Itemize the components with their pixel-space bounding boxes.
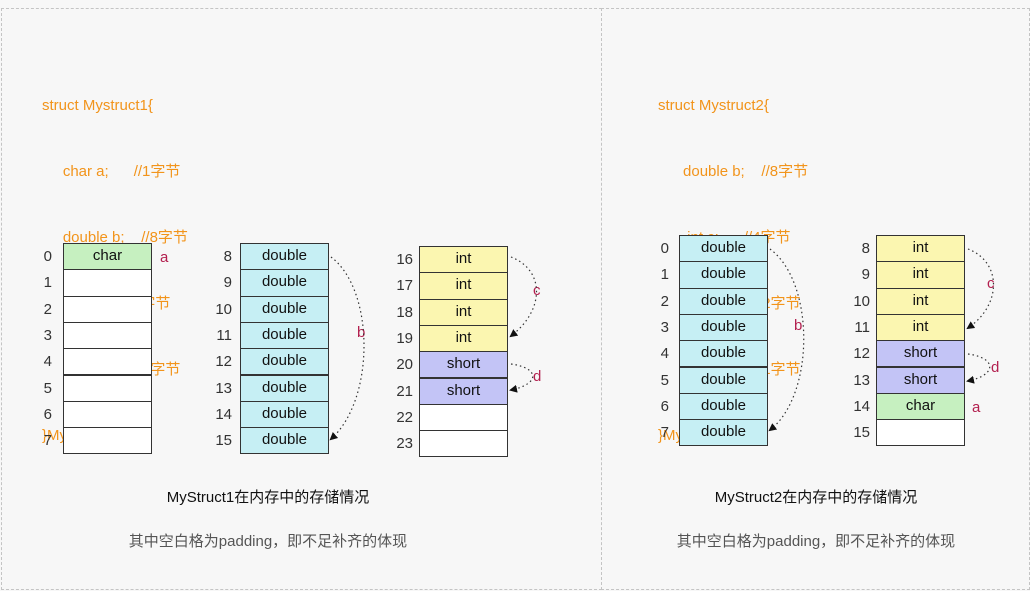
padding-cell (63, 321, 152, 350)
byte-index: 11 (216, 326, 232, 344)
int-cell: int (419, 298, 508, 326)
double-cell: double (679, 340, 768, 368)
byte-index: 7 (43, 432, 52, 450)
short-cell: short (419, 351, 508, 379)
padding-cell (63, 269, 152, 297)
padding-cell (63, 400, 152, 429)
byte-index: 3 (660, 318, 669, 336)
caption-mystruct1: MyStruct1在内存中的存储情况 (166, 489, 370, 506)
byte-index: 8 (861, 240, 870, 257)
byte-index: 12 (215, 353, 232, 371)
byte-index: 0 (660, 240, 669, 257)
byte-index: 0 (43, 248, 52, 265)
member-label: a (160, 249, 169, 266)
double-cell: double (240, 269, 329, 297)
double-cell: double (240, 321, 329, 350)
double-cell: double (679, 392, 768, 421)
padding-cell (63, 374, 152, 402)
double-cell: double (679, 287, 768, 315)
int-cell: int (419, 272, 508, 300)
byte-index: 6 (660, 397, 669, 415)
byte-index: 4 (43, 353, 52, 371)
member-label: d (533, 368, 542, 385)
padding-cell (419, 430, 508, 458)
byte-index: 7 (660, 424, 669, 442)
padding-cell (876, 419, 965, 447)
int-cell: int (876, 287, 965, 315)
member-label: d (991, 359, 1000, 376)
int-cell: int (876, 261, 965, 289)
member-label: b (794, 317, 803, 334)
member-label: a (972, 399, 981, 416)
byte-index: 20 (396, 356, 413, 374)
double-cell: double (679, 235, 768, 263)
byte-index: 17 (396, 277, 413, 295)
short-cell: short (876, 366, 965, 394)
member-label: c (987, 275, 995, 292)
byte-index: 13 (853, 371, 870, 389)
byte-index: 2 (660, 292, 669, 310)
code-line: struct Mystruct1{ (42, 97, 153, 114)
byte-index: 11 (854, 318, 870, 336)
byte-index: 5 (660, 371, 669, 389)
byte-index: 15 (215, 432, 232, 450)
byte-index: 9 (223, 274, 232, 292)
byte-index: 10 (215, 300, 232, 318)
byte-index: 22 (396, 408, 413, 426)
int-cell: int (419, 324, 508, 353)
byte-index: 1 (660, 266, 669, 284)
char-cell: char (876, 392, 965, 421)
byte-index: 13 (215, 379, 232, 397)
byte-index: 3 (43, 326, 52, 344)
padding-cell (419, 403, 508, 432)
byte-index: 8 (223, 248, 232, 265)
note-mystruct2: 其中空白格为padding，即不足补齐的体现 (676, 533, 956, 550)
byte-index: 14 (215, 405, 232, 423)
byte-index: 10 (853, 292, 870, 310)
byte-index: 9 (861, 266, 870, 284)
byte-index: 14 (853, 397, 870, 415)
code-line: struct Mystruct2{ (658, 97, 769, 114)
byte-index: 2 (43, 300, 52, 318)
byte-index: 19 (396, 329, 413, 347)
padding-cell (63, 295, 152, 323)
code-line: char a; //1字节 (42, 163, 181, 180)
double-cell: double (679, 419, 768, 447)
double-cell: double (240, 348, 329, 376)
byte-index: 23 (396, 435, 413, 453)
double-cell: double (240, 400, 329, 429)
note-mystruct1: 其中空白格为padding，即不足补齐的体现 (128, 533, 408, 550)
byte-index: 21 (396, 382, 413, 400)
int-cell: int (419, 246, 508, 274)
member-label: c (533, 282, 541, 299)
double-cell: double (679, 366, 768, 394)
double-cell: double (679, 313, 768, 342)
double-cell: double (679, 261, 768, 289)
member-label: b (357, 324, 366, 341)
byte-index: 16 (396, 251, 413, 268)
short-cell: short (876, 340, 965, 368)
padding-cell (63, 348, 152, 376)
int-cell: int (876, 235, 965, 263)
code-line: double b; //8字节 (42, 229, 188, 246)
padding-cell (63, 427, 152, 455)
int-cell: int (876, 313, 965, 342)
char-cell: char (63, 243, 152, 271)
byte-index: 1 (43, 274, 52, 292)
byte-index: 4 (660, 345, 669, 363)
byte-index: 5 (43, 379, 52, 397)
byte-index: 15 (853, 424, 870, 442)
byte-index: 12 (853, 345, 870, 363)
double-cell: double (240, 374, 329, 402)
double-cell: double (240, 295, 329, 323)
caption-mystruct2: MyStruct2在内存中的存储情况 (714, 489, 918, 506)
byte-index: 18 (396, 303, 413, 321)
short-cell: short (419, 377, 508, 405)
byte-index: 6 (43, 405, 52, 423)
double-cell: double (240, 427, 329, 455)
code-line: double b; //8字节 (658, 163, 809, 180)
double-cell: double (240, 243, 329, 271)
